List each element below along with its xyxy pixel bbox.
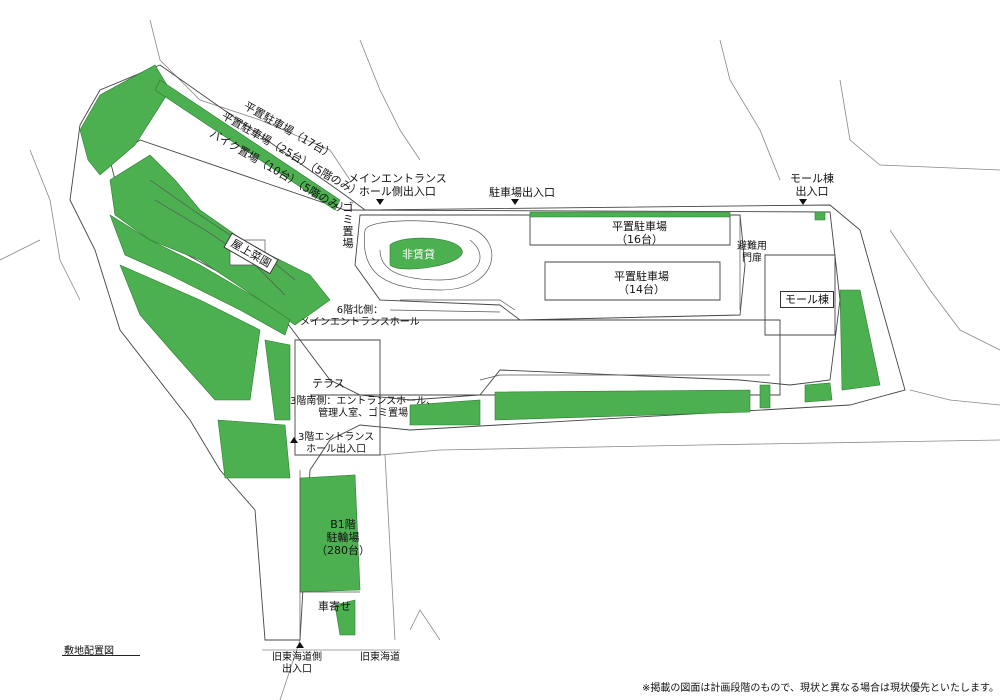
label-3f-south-top: 3階南側：エントランスホール、 [290,396,437,407]
label-old-tokaido: 旧東海道 [360,652,400,663]
label-evac-bottom: 門扉 [742,253,762,264]
label-b1-bottom: （280台） [316,544,370,557]
label-b1-top: B1階 [330,518,356,531]
label-main-entrance-top: メインエントランス [348,172,447,185]
label-3f-entrance-bottom: ホール出入口 [306,444,367,455]
label-flat-parking-14-title: 平置駐車場 [614,270,669,283]
label-old-tokaido-entrance: 旧東海道側 出入口 [272,652,322,676]
label-flat-parking-16-count: （16台） [616,233,663,246]
green-areas [79,64,881,636]
3f-entrance-arrow-icon [290,437,298,443]
map-caption: 敷地配置図 [64,646,114,657]
label-3f-south-bottom: 管理人室、ゴミ置場 [318,408,409,419]
label-non-rental: 非賃貸 [402,248,435,261]
label-3f-entrance-top: 3階エントランス [298,432,375,443]
label-old-tokaido-side-bottom: 出入口 [282,664,312,675]
disclaimer-note: ※掲載の図面は計画段階のもので、現状と異なる場合は現状優先といたします。 [642,683,999,694]
label-3f-entrance: 3階エントランス ホール出入口 [298,432,374,456]
label-3f-south: 3階南側：エントランスホール、 管理人室、ゴミ置場 [290,396,436,420]
label-b1-mid: 駐輪場 [326,531,360,544]
label-6f-north-top: 6階北側： [336,305,384,316]
label-flat-parking-16: 平置駐車場 （16台） [612,220,667,246]
label-evacuation-gate: 避難用 門扉 [737,241,767,265]
label-flat-parking-16-title: 平置駐車場 [612,220,667,233]
label-flat-parking-14: 平置駐車場 （14台） [614,270,669,296]
label-mall-entrance: モール棟 出入口 [790,172,834,198]
label-dropoff: 車寄せ [318,600,351,613]
old-tokaido-entrance-arrow-icon [296,642,304,648]
label-mall-building: モール棟 [780,291,834,308]
main-entrance-arrow-icon [376,199,384,205]
label-flat-parking-14-count: （14台） [618,283,665,296]
label-mall-entrance-bottom: 出入口 [795,185,829,198]
road-lines [0,19,1000,700]
caption-underline [62,655,140,656]
label-6f-north: 6階北側： メインエントランスホール [300,305,420,329]
label-6f-north-bottom: メインエントランスホール [300,317,420,328]
label-garbage: ゴミ置場 [342,201,354,250]
parking-gate-arrow-icon [511,199,519,205]
label-main-entrance-bottom: ホール側出入口 [358,185,436,198]
label-main-entrance: メインエントランス ホール側出入口 [348,172,447,198]
mall-entrance-arrow-icon [799,199,807,205]
label-old-tokaido-side-top: 旧東海道側 [272,652,322,663]
label-mall-entrance-top: モール棟 [790,172,834,185]
label-evac-top: 避難用 [737,241,767,252]
label-b1-bicycle: B1階 駐輪場 （280台） [316,518,370,557]
label-parking-gate: 駐車場出入口 [489,186,555,199]
label-terrace: テラス [312,377,345,390]
